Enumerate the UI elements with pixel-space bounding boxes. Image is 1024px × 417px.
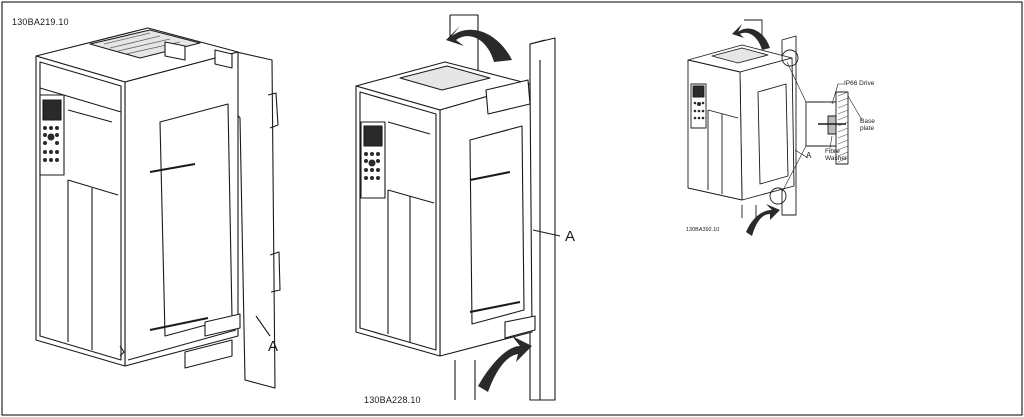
mount-circle-bottom	[769, 187, 787, 205]
arrow-top	[732, 24, 770, 50]
drive-side	[439, 83, 533, 357]
figure-code-label: 130BA219.10	[12, 17, 69, 27]
drive-front	[687, 59, 743, 201]
drive-side	[739, 57, 795, 201]
arrow-bottom	[746, 204, 780, 236]
rail-bottom-left	[454, 360, 476, 400]
arrow-top	[446, 26, 512, 62]
callout-ip66-drive: IP66 Drive	[844, 80, 875, 87]
panel-2-drawing	[355, 14, 561, 401]
lcp-display	[42, 99, 62, 121]
lcp-display	[363, 125, 383, 147]
figure-code-label: 130BA228.10	[364, 395, 421, 405]
panel-1-drawing	[35, 27, 281, 389]
panel-1-marker: A	[268, 338, 279, 355]
lcp-buttons	[43, 126, 59, 162]
arrow-bottom	[478, 336, 532, 392]
rail-top-left	[449, 14, 479, 70]
callout-base-plate: Base plate	[860, 118, 875, 132]
panel-3-marker: A	[806, 151, 812, 160]
figure-code-label: 130BA392.10	[686, 227, 720, 233]
panel-2-marker: A	[565, 228, 576, 245]
plate-brackets	[267, 92, 281, 293]
mount-circle-top	[781, 49, 799, 67]
lcp-buttons	[364, 152, 380, 180]
rail-right	[529, 37, 556, 401]
panel-3-drawing	[687, 19, 863, 236]
base-plate	[827, 115, 837, 135]
callout-fibre-washer: Fibre Washer	[825, 148, 848, 162]
drive-top-vent	[89, 29, 201, 59]
